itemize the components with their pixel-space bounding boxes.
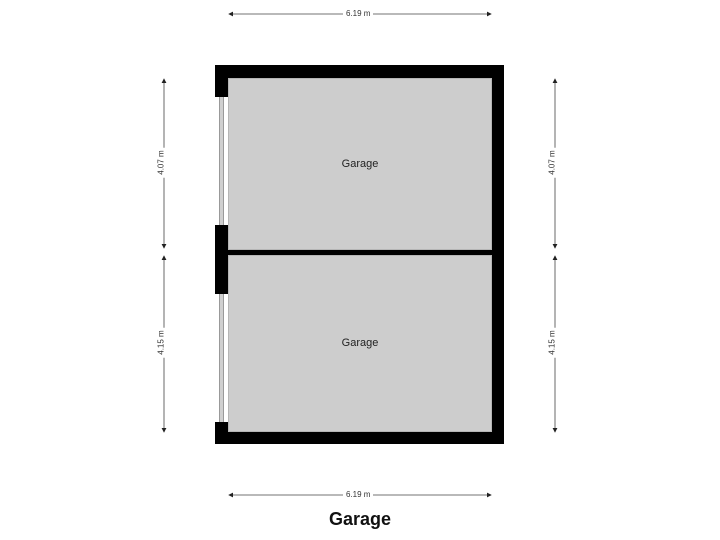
dim-bottom-width: 6.19 m [343, 490, 374, 499]
wall-left-bottom-pier [215, 422, 228, 444]
plan-title: Garage [328, 509, 392, 529]
opening-left-lower [219, 294, 224, 422]
wall-bottom [215, 432, 504, 444]
dim-right-lower: 4.15 m [547, 327, 557, 358]
dim-left-lower: 4.15 m [156, 327, 166, 358]
dim-right-upper: 4.07 m [547, 147, 557, 178]
opening-left-upper [219, 97, 224, 225]
wall-top [215, 65, 504, 78]
room-label-lower: Garage [341, 337, 379, 349]
wall-left-middle-pier [215, 225, 228, 294]
room-label-upper: Garage [341, 158, 379, 170]
dim-left-upper: 4.07 m [156, 147, 166, 178]
room-upper [228, 78, 492, 250]
wall-left-top-pier [215, 65, 228, 97]
dim-top-width: 6.19 m [343, 9, 374, 18]
room-lower [228, 255, 492, 432]
wall-divider [228, 250, 492, 255]
wall-right [492, 65, 504, 444]
